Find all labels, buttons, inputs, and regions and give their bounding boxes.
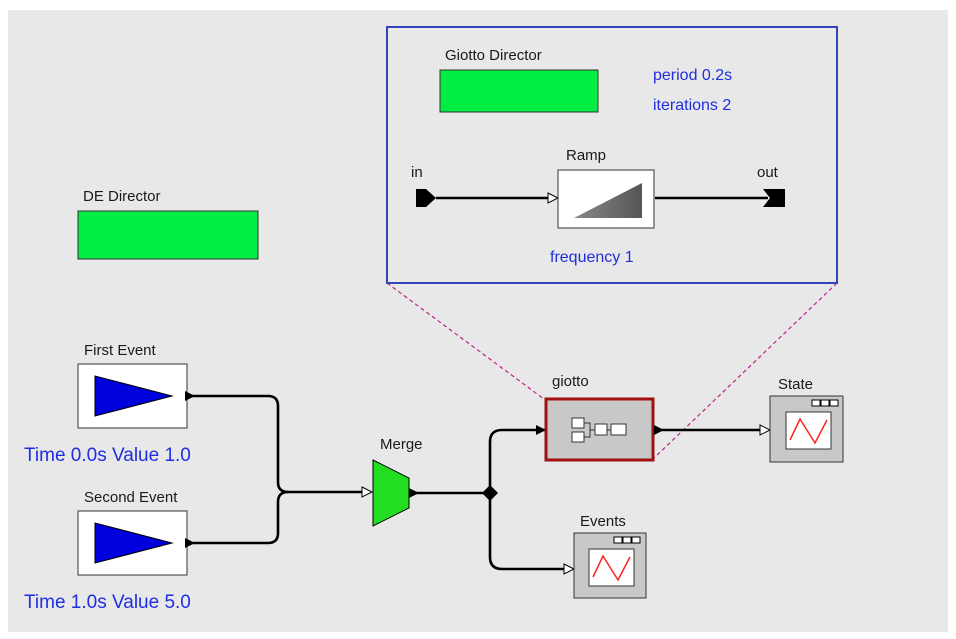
second-event-label: Second Event [84,489,178,506]
giotto-param-iterations: iterations 2 [653,97,731,114]
merge-label: Merge [380,436,423,453]
state-label: State [778,376,813,393]
main-wires [188,394,762,571]
out-port-label: out [757,164,779,181]
events-input-arrow [563,563,576,575]
events-actor[interactable] [573,532,647,599]
second-event-output-port [185,538,195,548]
giotto-director-label: Giotto Director [445,47,542,64]
giotto-param-period: period 0.2s [653,67,732,84]
de-director[interactable] [77,210,259,260]
state-actor[interactable] [769,395,844,463]
first-event-param: Time 0.0s Value 1.0 [24,445,191,466]
source-triangle-icon [94,375,174,417]
second-event-param: Time 1.0s Value 5.0 [24,592,191,613]
first-event-output-port [185,391,195,401]
merge-output-port [409,488,419,498]
giotto-input-port [536,425,546,435]
giotto-director[interactable] [439,69,599,113]
giotto-output-port [654,425,664,435]
out-port-icon[interactable] [763,189,785,207]
in-port-label: in [411,164,423,181]
composite-icon [571,417,627,443]
in-port-icon[interactable] [416,189,436,207]
merge-icon[interactable] [372,459,410,527]
merge-input-arrow [361,486,374,498]
scope-icon [789,417,828,445]
giotto-label: giotto [552,373,589,390]
de-director-label: DE Director [83,188,161,205]
ramp-input-arrow [547,192,560,204]
ramp-label: Ramp [566,147,606,164]
scope-icon [592,554,631,582]
source-triangle-icon [94,522,174,564]
wire-junction [482,485,498,501]
events-label: Events [580,513,626,530]
ramp-param: frequency 1 [550,249,634,266]
first-event-label: First Event [84,342,157,359]
state-input-arrow [759,424,772,436]
giotto-inset-panel: Giotto Director period 0.2s iterations 2… [386,26,838,284]
ramp-icon [574,183,642,218]
